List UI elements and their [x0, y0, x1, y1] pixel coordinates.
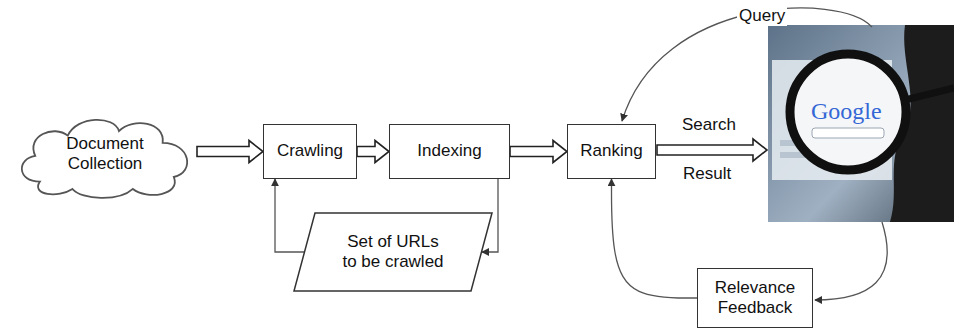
- node-label: Set of URLs to be crawled: [338, 232, 448, 273]
- node-label: Indexing: [417, 141, 481, 161]
- flow-arrow: [510, 141, 567, 163]
- flow-label: Query: [737, 6, 787, 26]
- feedback-connector: [612, 179, 698, 298]
- feedback-connector: [275, 179, 304, 252]
- result-arrow: [657, 139, 767, 161]
- flow-arrow: [197, 141, 263, 163]
- feedback-curve: [815, 222, 887, 300]
- flow-label: Search: [680, 115, 738, 135]
- node-label: Ranking: [580, 141, 642, 161]
- process-box: Crawling: [263, 124, 357, 179]
- process-box: Ranking: [567, 124, 656, 179]
- search-photo: [768, 25, 954, 222]
- flow-arrow: [357, 141, 389, 163]
- node-label: Crawling: [277, 141, 343, 161]
- node-label: Document Collection: [50, 134, 160, 175]
- document-cloud: Document Collection: [12, 108, 198, 200]
- process-box: Indexing: [389, 124, 510, 179]
- data-parallelogram: Set of URLs to be crawled: [293, 212, 493, 292]
- process-box: Relevance Feedback: [697, 268, 813, 328]
- flow-label: Result: [681, 164, 733, 184]
- node-label: Relevance Feedback: [705, 278, 805, 319]
- logo-text: Google: [811, 97, 882, 126]
